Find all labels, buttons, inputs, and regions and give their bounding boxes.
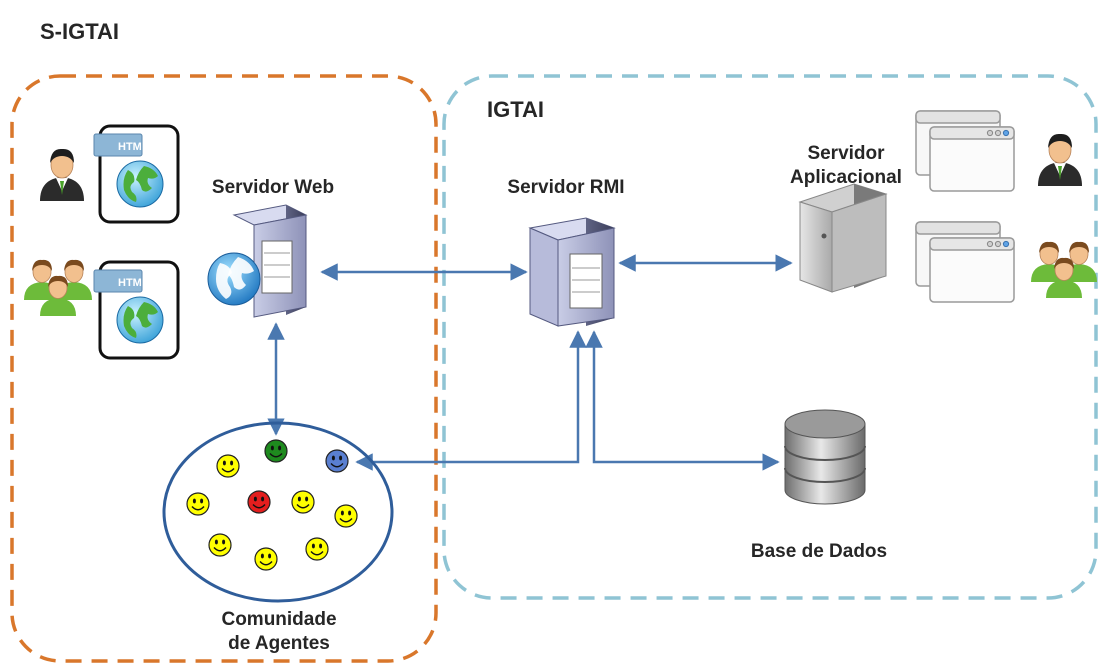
database-icon: [784, 409, 866, 505]
agent-community-circle: [162, 421, 394, 603]
smiley-agent-icon: [334, 504, 358, 528]
igtai-title: IGTAI: [487, 97, 545, 122]
app-server-icon: [798, 183, 888, 293]
smiley-agent-icon: [216, 454, 240, 478]
html-tag-label: HTML: [118, 141, 149, 153]
rmi-server-icon: [528, 217, 616, 327]
smiley-agent-icon: [264, 439, 288, 463]
app-server-label: Servidor Aplicacional: [790, 142, 902, 190]
user-icon: [39, 148, 85, 202]
app-server-label-line1: Servidor: [807, 143, 885, 164]
html-tag-label: HTML: [118, 277, 149, 289]
app-server-label-line2: Aplicacional: [790, 167, 902, 188]
s-igtai-title: S-IGTAI: [40, 19, 120, 44]
users-group-icon: [1030, 241, 1098, 299]
smiley-agent-icon: [254, 547, 278, 571]
smiley-agent-icon: [208, 533, 232, 557]
agent-community-label-line2: de Agentes: [228, 633, 330, 654]
database-label: Base de Dados: [750, 541, 888, 562]
smiley-agent-icon: [186, 492, 210, 516]
web-server-icon: [207, 204, 308, 318]
html-globe-document-icon: HTML: [92, 124, 180, 224]
smiley-agent-icon: [247, 490, 271, 514]
smiley-agent-icon: [305, 537, 329, 561]
user-icon: [1037, 133, 1083, 187]
agent-community-label-line1: Comunidade: [221, 609, 337, 630]
rmi-database-connector: [585, 330, 780, 471]
rmi-server-label: Servidor RMI: [507, 177, 625, 198]
window-stack-icon: [915, 110, 1015, 192]
smiley-agent-icon: [325, 449, 349, 473]
web-server-label: Servidor Web: [211, 177, 335, 198]
s-igtai-boundary: [10, 74, 438, 663]
rmi-community-connector: [355, 330, 587, 471]
window-stack-icon: [915, 221, 1015, 303]
smiley-agent-icon: [291, 490, 315, 514]
html-globe-document-icon: HTML: [92, 260, 180, 360]
agent-community-label: Comunidade de Agentes: [221, 608, 336, 656]
users-group-icon: [23, 259, 93, 317]
